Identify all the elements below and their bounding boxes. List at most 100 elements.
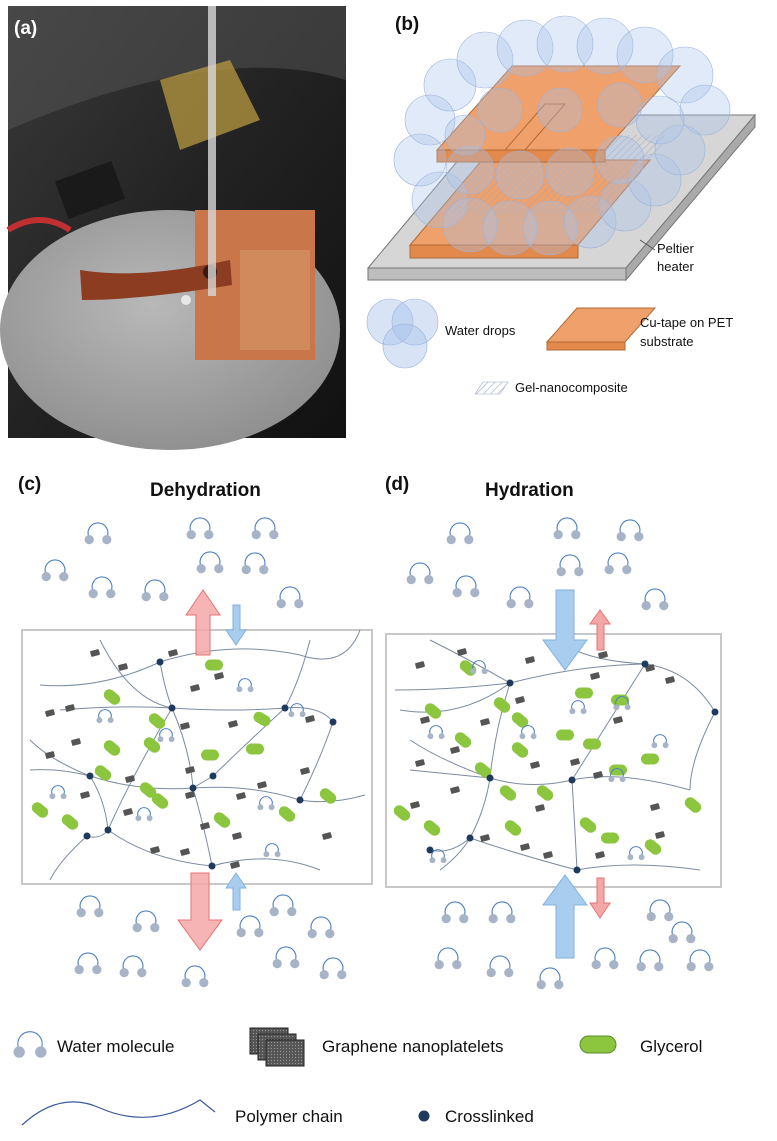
glycerol xyxy=(103,740,121,756)
glycerol xyxy=(536,785,554,801)
graphene-platelet xyxy=(595,851,605,859)
crosslink-node xyxy=(573,866,581,874)
water-molecule xyxy=(686,949,714,972)
crosslink-node xyxy=(466,834,474,842)
glycerol xyxy=(103,689,121,705)
polymer-network-dehydration xyxy=(29,629,366,881)
glycerol xyxy=(201,749,219,761)
glycerol xyxy=(556,729,574,741)
crosslink-node xyxy=(296,796,304,804)
glycerol xyxy=(511,742,529,758)
water-molecule xyxy=(427,725,445,740)
water-molecule xyxy=(429,849,447,864)
graphene-platelet xyxy=(300,767,310,775)
water-molecule xyxy=(288,703,306,718)
graphene-platelet xyxy=(543,851,553,859)
graphene-platelet xyxy=(190,684,200,692)
crosslink-node xyxy=(86,772,94,780)
water-molecule xyxy=(651,734,669,749)
water-molecule xyxy=(269,894,297,917)
glycerol xyxy=(601,832,619,844)
panel-label-a: (a) xyxy=(14,18,37,39)
glycerol xyxy=(504,820,522,836)
water-molecule xyxy=(470,660,488,675)
graphene-platelet xyxy=(535,804,545,812)
glycerol xyxy=(253,711,271,727)
crosslink-node xyxy=(426,846,434,854)
water-molecule xyxy=(553,517,581,540)
graphene-platelet xyxy=(305,715,315,723)
graphene-platelet xyxy=(185,791,195,799)
water-molecule xyxy=(307,916,335,939)
crosslink-node xyxy=(208,862,216,870)
graphene-platelet xyxy=(420,716,430,724)
device-schematic xyxy=(366,15,757,282)
polymer-network-hydration xyxy=(394,639,716,871)
water-molecule xyxy=(141,579,169,602)
glycerol xyxy=(319,788,337,804)
crosslinks xyxy=(83,658,719,874)
graphene-platelet xyxy=(520,843,530,851)
peltier-label-line2: heater xyxy=(657,259,695,274)
legend-glycerol-icon xyxy=(579,1035,617,1054)
graphene-platelet xyxy=(200,822,210,830)
graphene-platelet xyxy=(480,834,490,842)
graphene-platelet xyxy=(410,801,420,809)
graphene-platelet xyxy=(665,676,675,684)
water-molecule xyxy=(84,522,112,545)
graphene-platelet xyxy=(236,792,246,800)
graphene-platelet xyxy=(457,648,467,656)
graphene-platelet xyxy=(150,846,160,854)
glycerol xyxy=(31,802,49,818)
water-molecule xyxy=(668,921,696,944)
water-molecule xyxy=(441,901,469,924)
glycerol xyxy=(644,839,662,855)
graphene-platelet xyxy=(655,831,665,839)
glycerol xyxy=(609,764,627,776)
graphene-platelet xyxy=(590,672,600,680)
legend-graphene-icon xyxy=(249,1027,305,1067)
water-molecule xyxy=(13,1031,47,1058)
glycerol xyxy=(454,732,472,748)
water-molecule xyxy=(263,843,281,858)
glycerol xyxy=(641,753,659,765)
graphene-platelet xyxy=(65,704,75,712)
graphene-platelet xyxy=(450,746,460,754)
glycerol-molecules xyxy=(31,659,702,855)
water-molecule xyxy=(506,586,534,609)
glycerol xyxy=(684,797,702,813)
water-molecule xyxy=(319,957,347,980)
graphene-platelet xyxy=(450,786,460,794)
legend-water-label: Water molecule xyxy=(57,1037,174,1056)
water-molecules xyxy=(41,517,714,990)
glycerol xyxy=(61,814,79,830)
legend-crosslink-icon xyxy=(418,1110,430,1122)
graphene-platelet xyxy=(125,775,135,783)
crosslink-node xyxy=(189,784,197,792)
legend-water-icon xyxy=(13,1031,47,1058)
graphene-platelet xyxy=(613,716,623,724)
glycerol xyxy=(143,737,161,753)
glycerol xyxy=(205,659,223,671)
water-molecule xyxy=(41,559,69,582)
arrows-dehydration xyxy=(177,589,247,951)
water-molecule xyxy=(646,899,674,922)
legend-graphene-label: Graphene nanoplatelets xyxy=(322,1037,503,1056)
glycerol xyxy=(278,806,296,822)
water-molecule xyxy=(181,965,209,988)
graphene-platelet xyxy=(593,771,603,779)
graphene-platelet xyxy=(168,649,178,657)
water-molecule xyxy=(488,901,516,924)
graphene-platelet xyxy=(45,709,55,717)
water-molecule xyxy=(636,949,664,972)
graphene-platelet xyxy=(180,848,190,856)
glycerol xyxy=(499,785,517,801)
water-drops-icon xyxy=(366,298,439,369)
crosslink-node xyxy=(486,774,494,782)
water-molecule xyxy=(627,846,645,861)
water-molecule xyxy=(74,952,102,975)
water-molecule xyxy=(76,895,104,918)
graphene-platelet xyxy=(90,649,100,657)
crosslink-node xyxy=(711,708,719,716)
crosslink-node xyxy=(281,704,289,712)
